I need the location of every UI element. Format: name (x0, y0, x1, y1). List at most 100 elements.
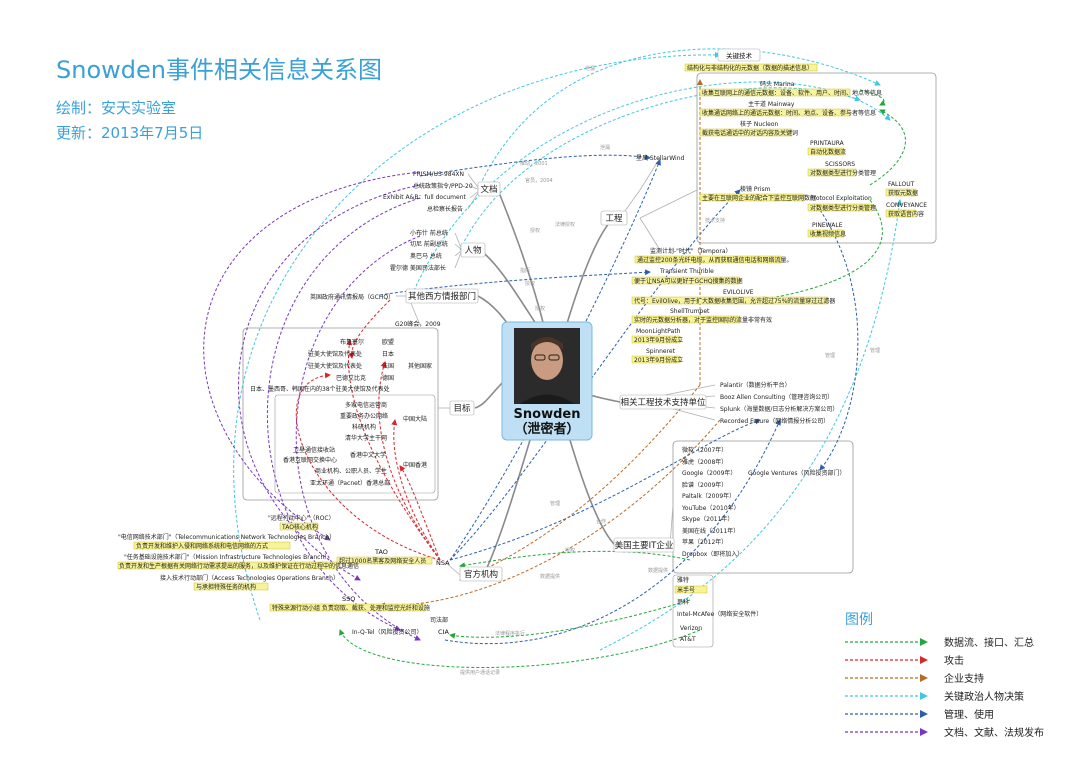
target-item[interactable]: 商业机构、公职人员、学生 (315, 467, 387, 475)
it-item[interactable]: Paltalk（2009年） (682, 492, 735, 500)
scissors-node[interactable]: SCISSORS (825, 161, 855, 168)
target-item[interactable]: 中国香港 (403, 461, 427, 469)
target-item[interactable]: 卫星通信接收站 (293, 446, 335, 454)
it-item[interactable]: Google（2009年） (682, 469, 736, 477)
marina-node[interactable]: 码头 Marina (760, 80, 795, 88)
contractor-item[interactable]: Splunk（海量数据/日志分析解决方案公司） (720, 405, 838, 413)
svg-text:管理: 管理 (870, 347, 880, 354)
tao-node[interactable]: TAO (374, 548, 388, 556)
target-item[interactable]: 科研机构 (352, 423, 376, 431)
target-item[interactable]: 德国 (382, 374, 394, 382)
mit-node[interactable]: "任务基础设施技术部门"（Mission Infrastructure Tech… (124, 553, 330, 561)
it-item[interactable]: 苹果（2012年） (682, 538, 727, 546)
category-intel[interactable]: 其他西方情报部门 (405, 288, 479, 304)
legend-arrow-icon (920, 710, 928, 718)
ato-node[interactable]: 接入技术行动部门（Access Technologies Operations … (160, 574, 339, 582)
spinneret-node[interactable]: Spinneret (646, 348, 676, 355)
target-item[interactable]: 驻美大使馆及代表处 (308, 362, 362, 370)
target-item[interactable]: 欧盟 (382, 338, 394, 346)
conveyance-node[interactable]: CONVEYANCE (886, 202, 927, 209)
legend-item-label: 文档、文献、法规发布 (944, 726, 1044, 739)
it-other-item[interactable]: Verizon (680, 625, 702, 632)
category-it[interactable]: 美国主要IT企业 (613, 537, 675, 553)
it-item[interactable]: Dropbox（即将加入） (682, 550, 743, 558)
contractor-item[interactable]: Palantir（数据分析平台） (720, 381, 791, 389)
target-item[interactable]: 多家电信运营商 (345, 401, 387, 409)
it-item[interactable]: 美国在线（2011年） (682, 527, 739, 535)
svg-text:授权: 授权 (535, 305, 545, 312)
target-item[interactable]: 日本 (382, 350, 394, 358)
target-item[interactable]: 驻美大使馆及代表处 (308, 350, 362, 358)
category-contractors-label: 相关工程技术支持单位 (620, 397, 706, 408)
category-contractors[interactable]: 相关工程技术支持单位 (619, 394, 707, 410)
prism-node[interactable]: 棱镜 Prism (740, 185, 771, 193)
target-item[interactable]: 日本、墨西哥、韩国在内的38个驻美大使馆及代表处 (250, 385, 390, 393)
doc-item[interactable]: 总检察长报告 (427, 205, 463, 213)
it-item[interactable]: 脸谱（2009年） (682, 481, 727, 489)
sso-node[interactable]: SSO (342, 595, 355, 603)
category-projects[interactable]: 工程 (600, 210, 628, 226)
it-item[interactable]: 微软（2007年） (682, 446, 727, 454)
it-item[interactable]: Google Ventures（风险投资部门） (748, 469, 846, 477)
category-people[interactable]: 人物 (460, 242, 486, 258)
category-agencies-label: 官方机构 (464, 569, 498, 580)
target-item[interactable]: 清华大学主干网 (345, 434, 387, 442)
g20-node[interactable]: G20峰会，2009 (395, 320, 441, 328)
nsa-node[interactable]: NSA (436, 559, 450, 567)
target-item[interactable]: 亚太环通（Pacnet）香港总部 (310, 479, 390, 487)
pinewale-node[interactable]: PINEWALE (812, 222, 843, 229)
key-tech-note: 结构化与非结构化的元数据（数据的描述信息） (687, 64, 813, 72)
doc-item[interactable]: PRISM/US-984XN (413, 171, 464, 178)
it-other-item[interactable]: 雅特 (677, 576, 689, 584)
category-docs[interactable]: 文档 (477, 181, 501, 197)
target-item[interactable]: 其他国家 (408, 362, 432, 370)
scissors-note: 对数据类型进行分类管理 (810, 169, 876, 177)
gchq-node[interactable]: 英国政府通讯情报局（GCHQ） (310, 293, 394, 301)
target-item[interactable]: 巴德艾比克 (336, 374, 366, 382)
mainway-note: 收集通话网络上的通话元数据：时间、地点、设备、参与者等信息 (702, 109, 876, 117)
category-targets-label: 目标 (453, 403, 471, 414)
shelltrumpet-node[interactable]: ShellTrumpet (670, 308, 710, 315)
it-other-item[interactable]: AT&T (680, 636, 696, 643)
printaura-node[interactable]: PRINTAURA (810, 140, 845, 147)
mainway-node[interactable]: 主干道 Mainway (748, 100, 795, 108)
target-item[interactable]: 香港中文大学 (350, 451, 386, 459)
target-item[interactable]: 布鲁塞尔 (340, 338, 364, 346)
protocol-node[interactable]: Protocol Exploitation (810, 195, 872, 202)
target-item[interactable]: 中国大陆 (403, 415, 427, 423)
nucleon-node[interactable]: 核子 Nucleon (740, 120, 779, 128)
it-item[interactable]: 雅虎（2008年） (682, 458, 727, 466)
iqt-node[interactable]: In-Q-Tel（风险投资公司） (352, 628, 422, 636)
it-other-item[interactable]: 思科 (677, 598, 689, 606)
it-item[interactable]: Skype（2011年） (682, 515, 733, 523)
category-targets[interactable]: 目标 (449, 400, 475, 416)
person-item[interactable]: 切尼 前副总统 (410, 240, 448, 248)
moonlightpath-node[interactable]: MoonLightPath (636, 328, 681, 335)
target-item[interactable]: 香港互联网交换中心 (283, 456, 337, 464)
center-node[interactable]: Snowden （泄密者） (501, 321, 593, 441)
turbine-node[interactable]: Transient Thurible (659, 268, 714, 275)
doc-item[interactable]: 总统政策指令/PPD-20 (413, 182, 473, 190)
contractor-item[interactable]: Recorded Future（网络情报分析公司） (720, 417, 829, 425)
contractor-item[interactable]: Booz Allen Consulting（管理咨询公司） (720, 393, 833, 401)
tnt-node[interactable]: "电信网络技术部门"（Telecommunications Network Te… (118, 533, 335, 541)
tempora-node[interactable]: 监测计划-"时代"（Tempora） (650, 247, 732, 255)
it-item[interactable]: YouTube（2010年） (681, 504, 740, 512)
fallout-node[interactable]: FALLOUT (888, 181, 915, 188)
mit-note: 负责开发和生产根据有关网络行动需求提出的服务，以及维护保证在行动过程中的信息通信 (119, 562, 359, 570)
stellarwind-node[interactable]: 星风 StellarWind (636, 155, 685, 162)
person-item[interactable]: 小布什 前总统 (410, 229, 448, 237)
evilolive-node[interactable]: EVILOLIVE (723, 289, 754, 296)
fbi-node[interactable]: 司法部 (430, 616, 448, 624)
it-other-item[interactable]: Intel-McAfee（网络安全软件） (677, 610, 762, 618)
person-item[interactable]: 霍尔德 美国司法部长 (390, 264, 446, 272)
doc-item[interactable]: Exhibit A&B：full document (383, 194, 467, 201)
category-agencies[interactable]: 官方机构 (459, 566, 503, 582)
key-tech-node[interactable]: 关键技术 (726, 51, 753, 60)
target-item[interactable]: 重要政务办公网络 (340, 412, 388, 420)
cia-node[interactable]: CIA (438, 628, 449, 636)
roc-node[interactable]: "远程行动中心"（ROC） (268, 514, 335, 522)
person-item[interactable]: 奥巴马 总统 (410, 252, 442, 260)
target-item[interactable]: 法国 (382, 362, 394, 370)
